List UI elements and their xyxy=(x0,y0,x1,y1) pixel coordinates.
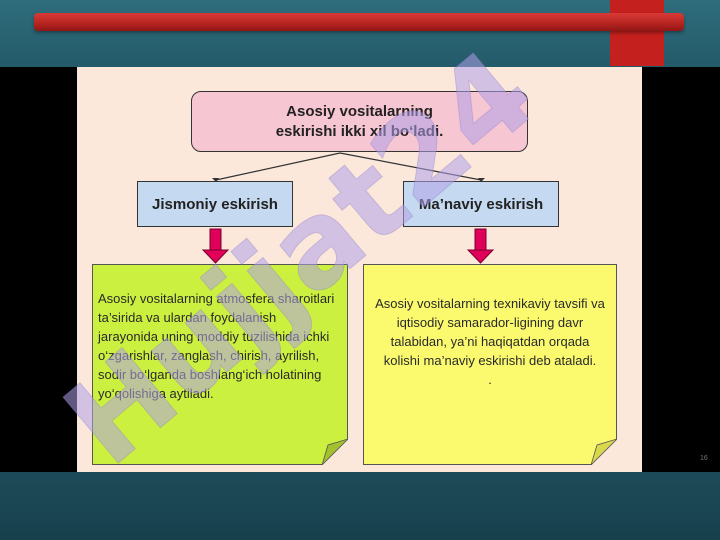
moral-wear-box: Ma’naviy eskirish xyxy=(403,181,559,227)
top-background xyxy=(0,0,720,68)
red-tab-decoration xyxy=(610,0,664,66)
physical-wear-note: Asosiy vositalarning atmosfera sharoitla… xyxy=(92,264,348,465)
page-curl-icon xyxy=(322,439,348,465)
physical-wear-description: Asosiy vositalarning atmosfera sharoitla… xyxy=(98,291,335,401)
bottom-background xyxy=(0,472,720,540)
moral-wear-dot: . xyxy=(488,372,492,387)
moral-wear-note: Asosiy vositalarning texnikaviy tavsifi … xyxy=(363,264,617,465)
red-title-bar xyxy=(34,13,684,31)
physical-wear-box: Jismoniy eskirish xyxy=(137,181,293,227)
watermark-logo: Hujjat24 xyxy=(39,23,560,491)
down-arrow-right xyxy=(466,228,495,264)
page-curl-icon xyxy=(591,439,617,465)
root-line-1: Asosiy vositalarning xyxy=(286,102,433,120)
connector-right-head xyxy=(478,178,485,182)
moral-wear-title: Ma’naviy eskirish xyxy=(418,195,544,213)
connector-left-head xyxy=(212,178,219,182)
connector-left xyxy=(215,152,341,181)
root-concept-box: Asosiy vositalarning eskirishi ikki xil … xyxy=(191,91,528,152)
physical-wear-title: Jismoniy eskirish xyxy=(152,195,278,213)
down-arrow-left xyxy=(201,228,230,264)
root-line-2: eskirishi ikki xil bo‘ladi. xyxy=(275,122,444,140)
moral-wear-description: Asosiy vositalarning texnikaviy tavsifi … xyxy=(375,296,605,368)
connector-right xyxy=(339,152,482,181)
slide-number: 16 xyxy=(700,455,708,462)
